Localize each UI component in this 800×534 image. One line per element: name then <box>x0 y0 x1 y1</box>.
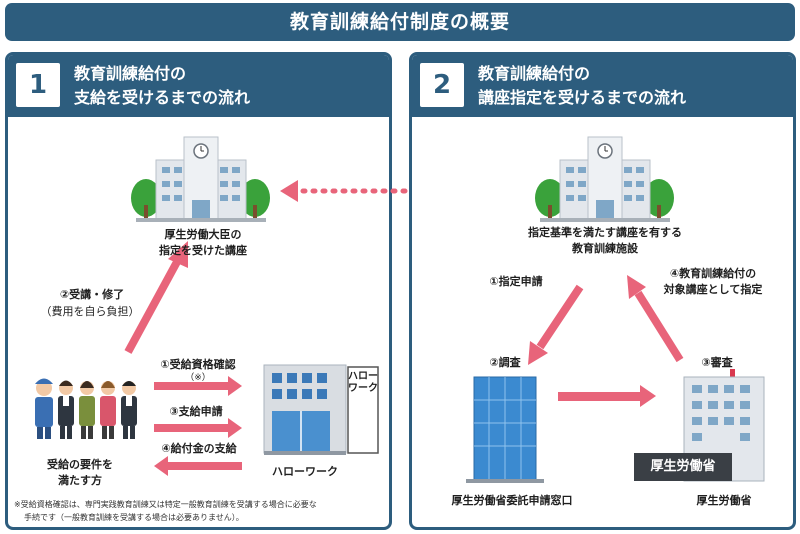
arrow-benefit-payment <box>154 456 242 476</box>
page-title: 教育訓練給付制度の概要 <box>5 3 795 41</box>
arrow-eligibility-check <box>154 376 242 396</box>
arrow-designation-notice <box>627 275 684 363</box>
hellowork-label: ハローワーク <box>272 465 338 478</box>
hellowork-building-icon <box>263 364 379 455</box>
school-building-icon <box>131 136 270 222</box>
application-window-building-icon <box>466 376 544 483</box>
panel-title: 教育訓練給付の 支給を受けるまでの流れ <box>74 64 251 107</box>
course-label: 厚生労働大臣の 指定を受けた講座 <box>159 228 247 257</box>
step2-label: ②受講・修了 <box>59 288 125 301</box>
step4-label: ④教育訓練給付の 対象講座として指定 <box>663 267 763 296</box>
arrow-benefit-application <box>154 418 242 438</box>
footnote: ※受給資格確認は、専門実践教育訓練又は特定一般教育訓練を受講する場合に必要な 手… <box>14 500 317 522</box>
arrow-review <box>558 385 656 407</box>
arrow-apply-designation <box>528 284 584 365</box>
panel-benefit-flow: 1 教育訓練給付の 支給を受けるまでの流れ <box>5 52 392 530</box>
arrow-attend-course <box>124 241 188 354</box>
facility-label: 指定基準を満たす講座を有する 教育訓練施設 <box>528 226 682 255</box>
step3-label: ③支給申請 <box>169 405 223 418</box>
applicants-label: 受給の要件を 満たす方 <box>47 458 113 487</box>
step3-label: ③審査 <box>701 356 733 369</box>
panel-number: 2 <box>420 63 464 107</box>
panel-header: 2 教育訓練給付の 講座指定を受けるまでの流れ <box>412 55 793 117</box>
panel-title: 教育訓練給付の 講座指定を受けるまでの流れ <box>478 64 687 107</box>
panel1-illustrations <box>35 136 379 476</box>
applicants-icon <box>35 378 137 439</box>
panel-number: 1 <box>16 63 60 107</box>
panel-header: 1 教育訓練給付の 支給を受けるまでの流れ <box>8 55 389 117</box>
mhlw-building-icon <box>634 369 765 482</box>
panel-designation-flow: 2 教育訓練給付の 講座指定を受けるまでの流れ <box>409 52 796 530</box>
training-facility-icon <box>535 136 674 222</box>
step1-note: （※） <box>185 373 211 383</box>
mhlw-sign: 厚生労働省 <box>650 459 716 474</box>
mhlw-label: 厚生労働省 <box>696 494 752 507</box>
step1-label: ①指定申請 <box>489 275 543 288</box>
hellowork-sign: ハローワーク <box>348 371 378 394</box>
application-window-label: 厚生労働省委託申請窓口 <box>451 494 573 507</box>
step2-sub-label: （費用を自ら負担） <box>40 305 140 318</box>
step1-label: ①受給資格確認 <box>160 358 236 371</box>
step4-label: ④給付金の支給 <box>161 442 237 455</box>
step2-label: ②調査 <box>489 356 521 369</box>
panel2-illustrations <box>466 136 765 483</box>
